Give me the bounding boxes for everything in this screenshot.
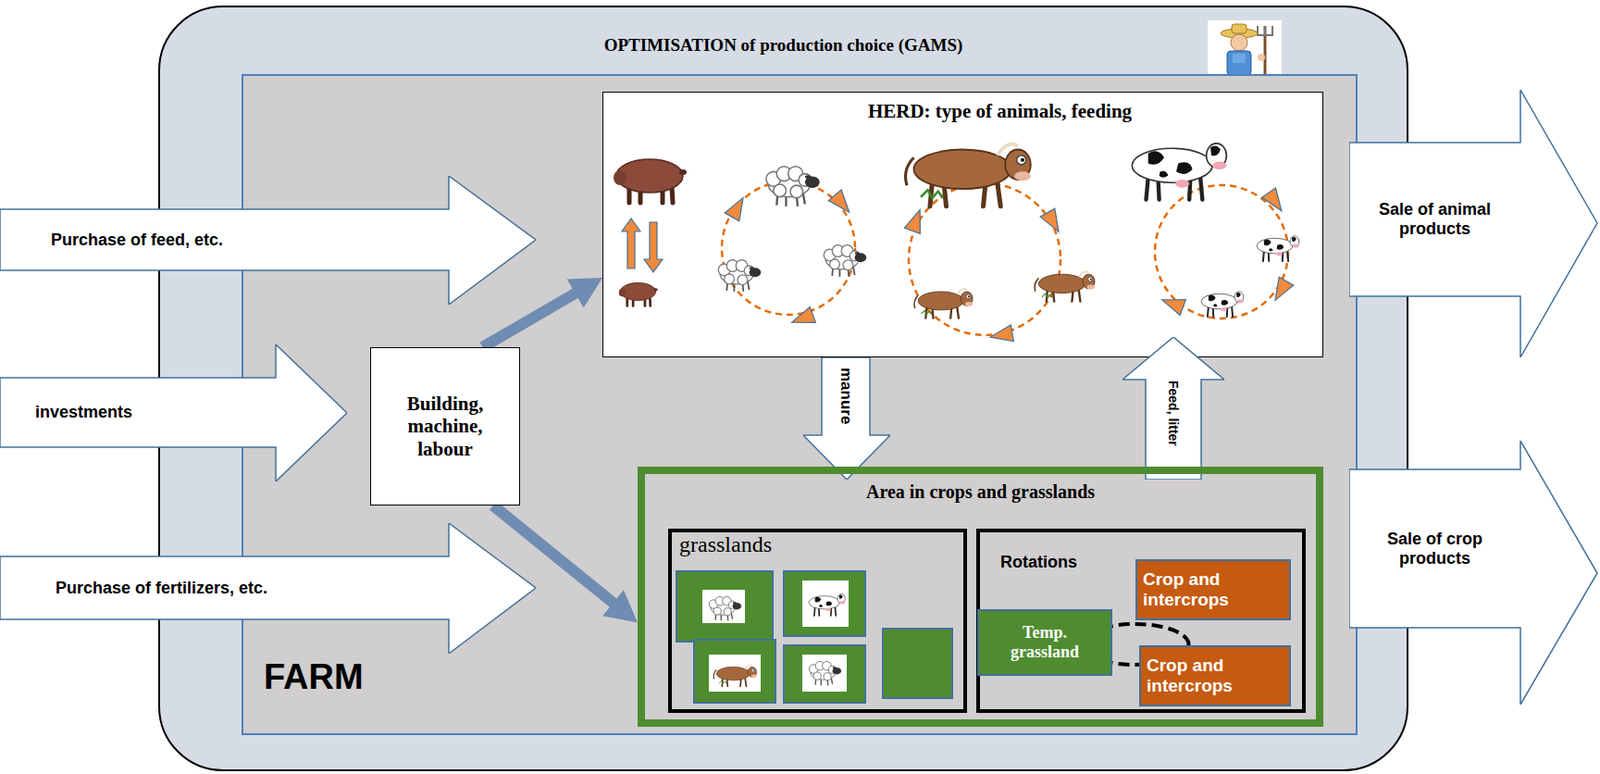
node-text: Crop and intercrops bbox=[1146, 655, 1284, 696]
node-text: Purchase of feed, etc. bbox=[50, 230, 224, 250]
feed-arrow: Feed, litter bbox=[1122, 336, 1225, 480]
block-arrow-outline bbox=[803, 357, 891, 480]
output-arrow: Sale of animal products bbox=[1349, 89, 1600, 358]
grassland-box: grasslands bbox=[668, 528, 968, 713]
rotation-box: RotationsTemp. grasslandCrop and intercr… bbox=[976, 528, 1306, 713]
arrow-text-area: manure bbox=[821, 357, 870, 435]
input-arrow: Purchase of fertilizers, etc. bbox=[0, 522, 536, 654]
herd-illustration bbox=[603, 92, 1323, 357]
node-text: grasslands bbox=[679, 532, 772, 559]
node-text: investments bbox=[35, 402, 133, 422]
block-arrow-outline bbox=[1122, 336, 1225, 480]
manure-arrow: manure bbox=[803, 357, 891, 480]
arrow-text-area: Purchase of feed, etc. bbox=[0, 209, 449, 271]
input-arrow: Purchase of feed, etc. bbox=[0, 175, 536, 305]
node-text: Purchase of fertilizers, etc. bbox=[55, 578, 268, 598]
node-text: manure bbox=[836, 367, 856, 424]
arrow-text-area: Sale of animal products bbox=[1349, 142, 1521, 297]
herd-box: HERD: type of animals, feeding bbox=[602, 91, 1324, 358]
block-arrow-outline bbox=[0, 344, 348, 482]
block-arrow-shape bbox=[1349, 89, 1600, 358]
resource-arrow bbox=[480, 277, 604, 352]
node-text: Sale of crop products bbox=[1361, 529, 1510, 568]
node-text: Building, machine, labour bbox=[390, 392, 500, 459]
resource-box: Building, machine, labour bbox=[370, 347, 521, 506]
pigs bbox=[613, 159, 687, 306]
cattle-cycle bbox=[904, 144, 1095, 346]
node-text: Sale of animal products bbox=[1361, 199, 1510, 238]
temp-grassland-box: Temp. grassland bbox=[977, 608, 1113, 676]
land-area: Area in crops and grasslands grasslandsR… bbox=[637, 466, 1324, 727]
crop-box: Crop and intercrops bbox=[1135, 558, 1291, 621]
node-text: Area in crops and grasslands bbox=[866, 481, 1095, 503]
arrow-text-area: Feed, litter bbox=[1145, 349, 1202, 476]
block-arrow-shape bbox=[1349, 440, 1600, 705]
output-arrow: Sale of crop products bbox=[1349, 440, 1600, 705]
node-text: Rotations bbox=[1000, 552, 1078, 572]
block-arrow-outline bbox=[0, 522, 536, 654]
arrow-text-area: Sale of crop products bbox=[1349, 469, 1521, 628]
arrow-text-area: investments bbox=[0, 377, 276, 447]
node-text: Temp. grassland bbox=[993, 622, 1096, 661]
optimisation-panel: OPTIMISATION of production choice (GAMS)… bbox=[158, 5, 1409, 771]
arrow-text-area: Purchase of fertilizers, etc. bbox=[0, 556, 449, 620]
grassland-plots bbox=[671, 532, 964, 709]
dairy-cycle bbox=[1131, 143, 1299, 319]
node-text: FARM bbox=[263, 657, 364, 698]
node-text: Crop and intercrops bbox=[1142, 569, 1282, 610]
block-arrow-outline bbox=[1349, 440, 1598, 705]
block-arrow-outline bbox=[0, 175, 536, 305]
node-text: OPTIMISATION of production choice (GAMS) bbox=[604, 35, 964, 56]
block-arrow-outline bbox=[1349, 89, 1598, 358]
crop-box: Crop and intercrops bbox=[1139, 644, 1291, 707]
sheep-cycle bbox=[718, 166, 867, 331]
node-text: Feed, litter bbox=[1165, 380, 1181, 447]
input-arrow: investments bbox=[0, 344, 348, 482]
farm-box: FARM HERD: type of animals, feedingBuild… bbox=[241, 74, 1358, 735]
node-text: HERD: type of animals, feeding bbox=[868, 99, 1132, 123]
